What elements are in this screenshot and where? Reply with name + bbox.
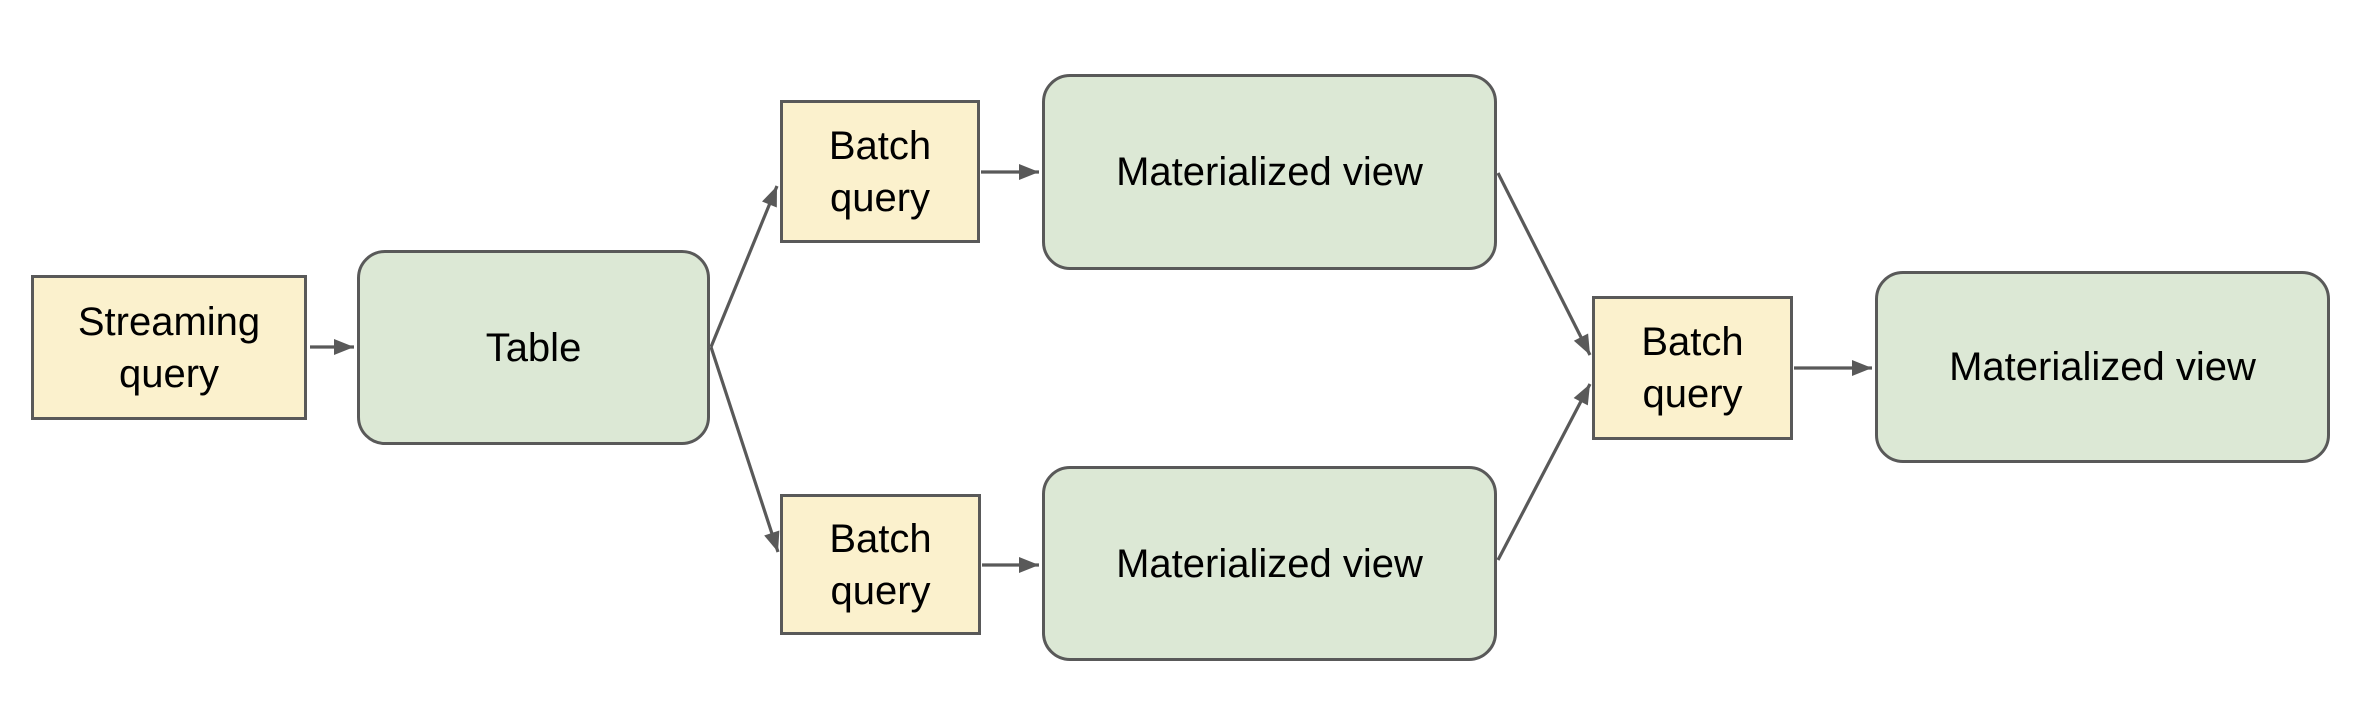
node-batch-query-bottom: Batch query	[780, 494, 981, 635]
edge-mv-top-to-batch-query-merge	[1496, 172, 1592, 356]
node-label: Table	[485, 325, 582, 370]
node-materialized-view-bottom: Materialized view	[1042, 466, 1497, 661]
node-label: Materialized view	[1949, 345, 2256, 389]
node-batch-query-top: Batch query	[780, 100, 980, 243]
edge-table-to-batch-query-top	[709, 185, 779, 348]
node-materialized-view-top: Materialized view	[1042, 74, 1497, 270]
node-batch-query-merge: Batch query	[1592, 296, 1793, 440]
edge-table-to-batch-query-bottom	[709, 346, 780, 553]
node-label: Batch query	[1641, 320, 1744, 416]
node-label: Streaming query	[77, 299, 261, 396]
node-label: Batch query	[829, 516, 932, 613]
node-table: Table	[357, 250, 710, 445]
node-label: Materialized view	[1116, 150, 1423, 194]
node-label: Batch query	[828, 123, 932, 220]
node-streaming-query: Streaming query	[31, 275, 307, 420]
node-label: Materialized view	[1116, 541, 1423, 586]
node-materialized-view-final: Materialized view	[1875, 271, 2330, 463]
edge-mv-bottom-to-batch-query-merge	[1496, 383, 1592, 561]
